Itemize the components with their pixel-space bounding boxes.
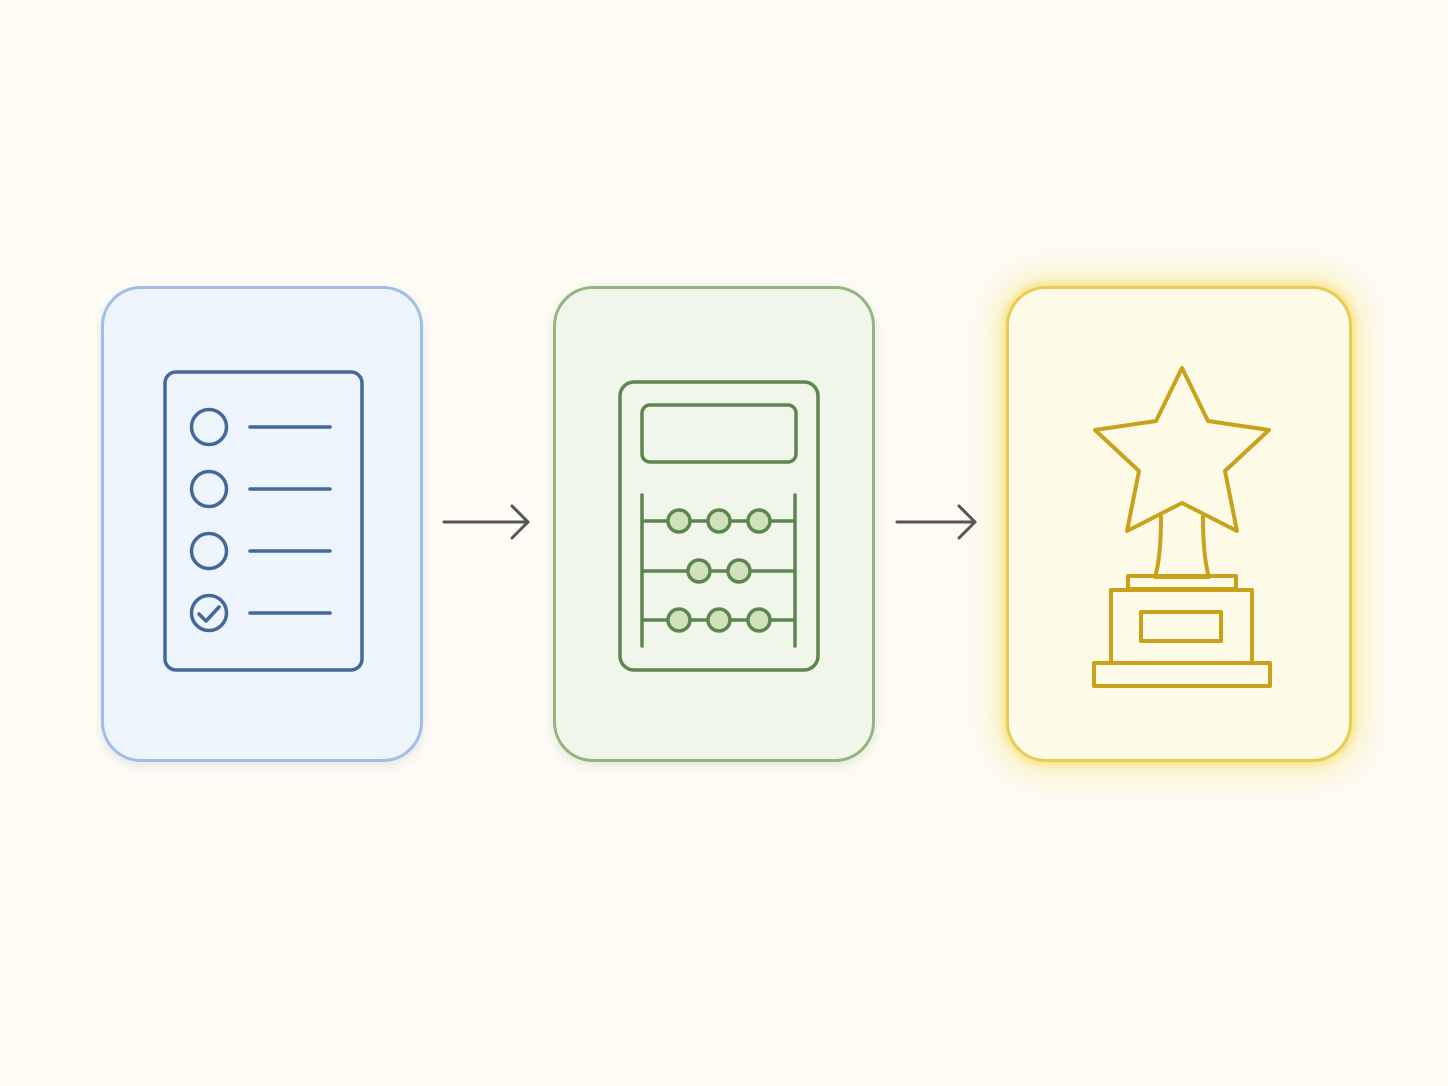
trophy-star bbox=[1093, 366, 1271, 533]
checkmark-icon bbox=[197, 605, 221, 623]
abacus-icon bbox=[618, 380, 820, 672]
checklist-icon bbox=[163, 370, 364, 672]
checklist-item bbox=[189, 531, 332, 571]
trophy-foot bbox=[1092, 661, 1272, 688]
trophy-base bbox=[1109, 588, 1254, 665]
abacus-bead bbox=[706, 508, 732, 534]
abacus-rod bbox=[642, 558, 795, 584]
arrow-right-icon bbox=[895, 504, 977, 540]
abacus-bead bbox=[706, 607, 732, 633]
trophy-plaque bbox=[1139, 610, 1223, 643]
abacus-rod bbox=[642, 607, 795, 633]
abacus-bead bbox=[726, 558, 752, 584]
checklist-item bbox=[189, 593, 332, 633]
empty-circle-icon bbox=[189, 407, 229, 447]
checked-circle-icon bbox=[189, 593, 229, 633]
step-card-abacus bbox=[553, 286, 875, 762]
abacus-bead bbox=[746, 508, 772, 534]
abacus-bead bbox=[666, 508, 692, 534]
empty-circle-icon bbox=[189, 469, 229, 509]
checklist-item bbox=[189, 469, 332, 509]
abacus-rod bbox=[642, 508, 795, 534]
checklist-item bbox=[189, 407, 332, 447]
step-card-trophy bbox=[1006, 286, 1352, 762]
trophy-cap bbox=[1126, 574, 1238, 591]
abacus-bead bbox=[686, 558, 712, 584]
empty-circle-icon bbox=[189, 531, 229, 571]
abacus-bead bbox=[666, 607, 692, 633]
arrow-right-icon bbox=[442, 504, 530, 540]
star-trophy-icon bbox=[1092, 366, 1272, 688]
trophy-stem bbox=[1153, 515, 1211, 579]
step-card-checklist bbox=[101, 286, 423, 762]
abacus-bead bbox=[746, 607, 772, 633]
